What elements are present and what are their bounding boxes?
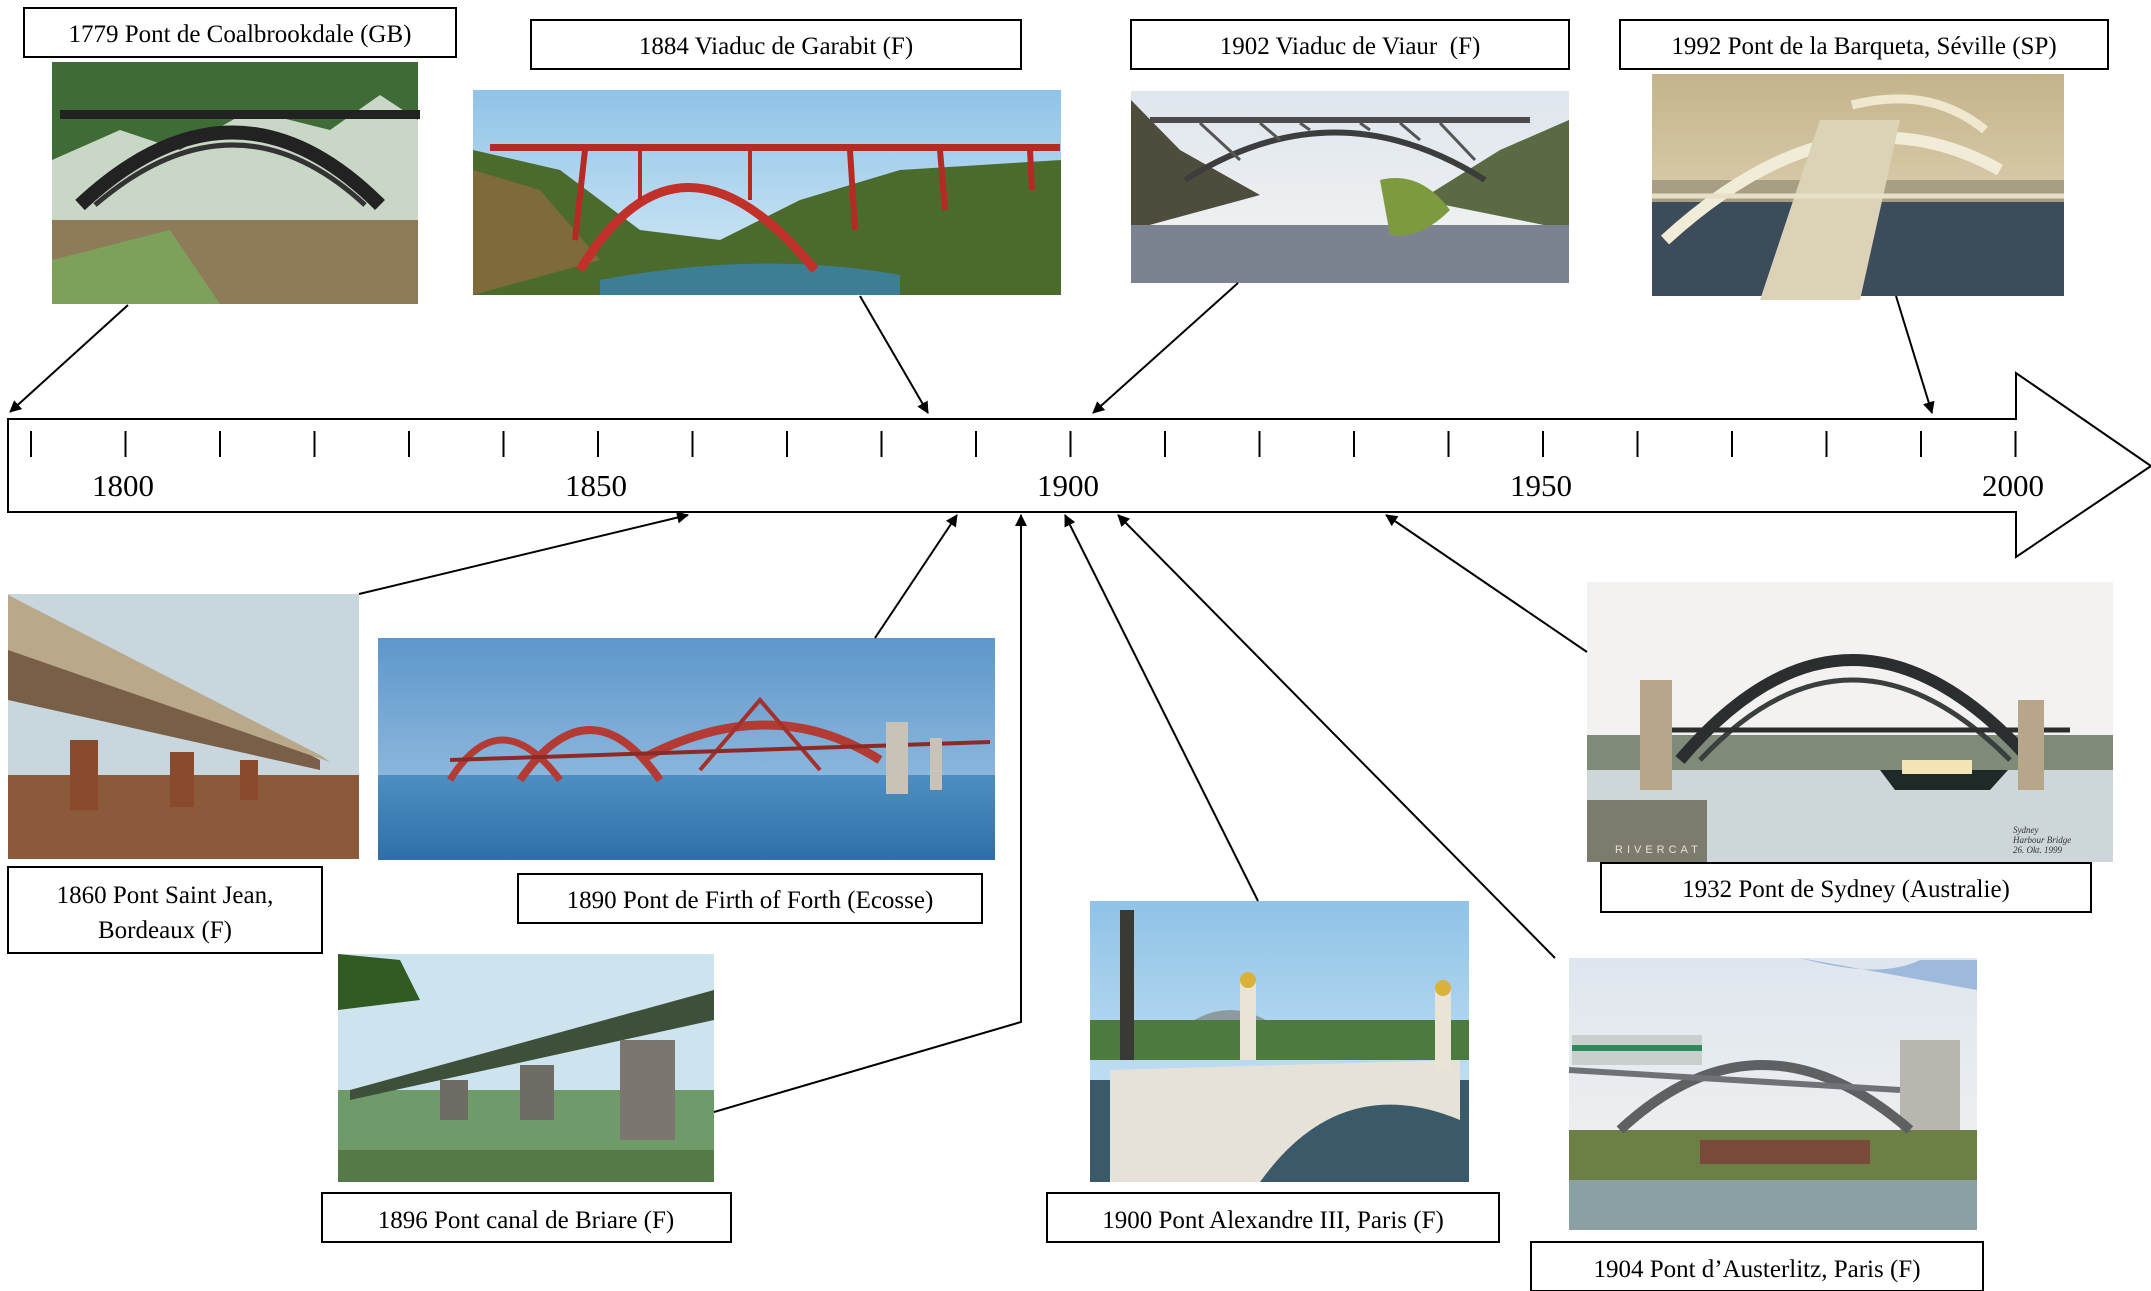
label-garabit-text: 1884 Viaduc de Garabit (F) [639,33,913,60]
rivercat-sign: RIVERCAT [1615,844,1702,856]
timeline-arrow [7,371,2151,559]
photo-firth-of-forth [378,638,995,860]
arrow-saint-jean [358,511,689,595]
label-coalbrookdale: 1779 Pont de Coalbrookdale (GB) [23,7,457,58]
photo-austerlitz [1568,958,1977,1230]
label-saint-jean: 1860 Pont Saint Jean, Bordeaux (F) [7,866,323,954]
photo-viaur [1131,91,1569,283]
arrow-sydney [1385,514,1588,653]
label-austerlitz-text: 1904 Pont d’Austerlitz, Paris (F) [1593,1256,1920,1283]
label-barqueta-text: 1992 Pont de la Barqueta, Séville (SP) [1671,33,2056,60]
photo-alexandre-iii [1090,901,1469,1182]
label-firth-of-forth-text: 1890 Pont de Firth of Forth (Ecosse) [567,887,934,914]
label-saint-jean-line1: 1860 Pont Saint Jean, [57,882,274,909]
year-label-1850: 1850 [565,468,627,503]
photo-briare [338,954,714,1182]
arrow-coalbrookdale [9,304,129,413]
arrow-viaur [1092,282,1239,414]
label-saint-jean-line2: Bordeaux (F) [98,917,232,944]
photo-barqueta [1652,74,2064,300]
arrow-alexandre-iii [1064,514,1259,902]
arrow-firth-of-forth [874,514,958,639]
label-alexandre-iii: 1900 Pont Alexandre III, Paris (F) [1046,1192,1500,1243]
label-briare-text: 1896 Pont canal de Briare (F) [378,1207,674,1234]
label-barqueta: 1992 Pont de la Barqueta, Séville (SP) [1619,19,2109,70]
year-label-2000: 2000 [1982,468,2044,503]
label-alexandre-iii-text: 1900 Pont Alexandre III, Paris (F) [1102,1207,1444,1234]
timeline-ticks [30,431,2017,457]
year-label-1800: 1800 [92,468,154,503]
photo-saint-jean [8,594,359,859]
arrow-barqueta [1895,295,1935,414]
sydney-caption-line2: Harbour Bridge [2012,835,2071,845]
photo-garabit [473,90,1061,295]
label-garabit: 1884 Viaduc de Garabit (F) [530,19,1022,70]
sydney-caption-line1: Sydney [2013,825,2038,835]
connector-arrows [9,282,1935,1113]
arrow-briare [713,514,1027,1113]
label-viaur-text: 1902 Viaduc de Viaur (F) [1220,33,1481,60]
year-labels: 1800 1850 1900 1950 2000 [92,468,2044,503]
label-viaur: 1902 Viaduc de Viaur (F) [1130,19,1570,70]
label-sydney: 1932 Pont de Sydney (Australie) [1600,862,2092,913]
arrow-austerlitz [1117,514,1556,959]
label-sydney-text: 1932 Pont de Sydney (Australie) [1682,876,2010,903]
year-label-1950: 1950 [1510,468,1572,503]
label-austerlitz: 1904 Pont d’Austerlitz, Paris (F) [1530,1241,1984,1291]
arrow-garabit [859,295,929,414]
photo-coalbrookdale [52,62,420,304]
sydney-caption-line3: 26. Okt. 1999 [2013,845,2062,855]
label-firth-of-forth: 1890 Pont de Firth of Forth (Ecosse) [517,873,983,924]
sydney-photo-caption: Sydney Harbour Bridge 26. Okt. 1999 RIVE… [1615,825,2071,856]
label-briare: 1896 Pont canal de Briare (F) [321,1192,732,1243]
year-label-1900: 1900 [1037,468,1099,503]
label-coalbrookdale-text: 1779 Pont de Coalbrookdale (GB) [68,21,411,48]
photo-sydney [1587,582,2113,862]
